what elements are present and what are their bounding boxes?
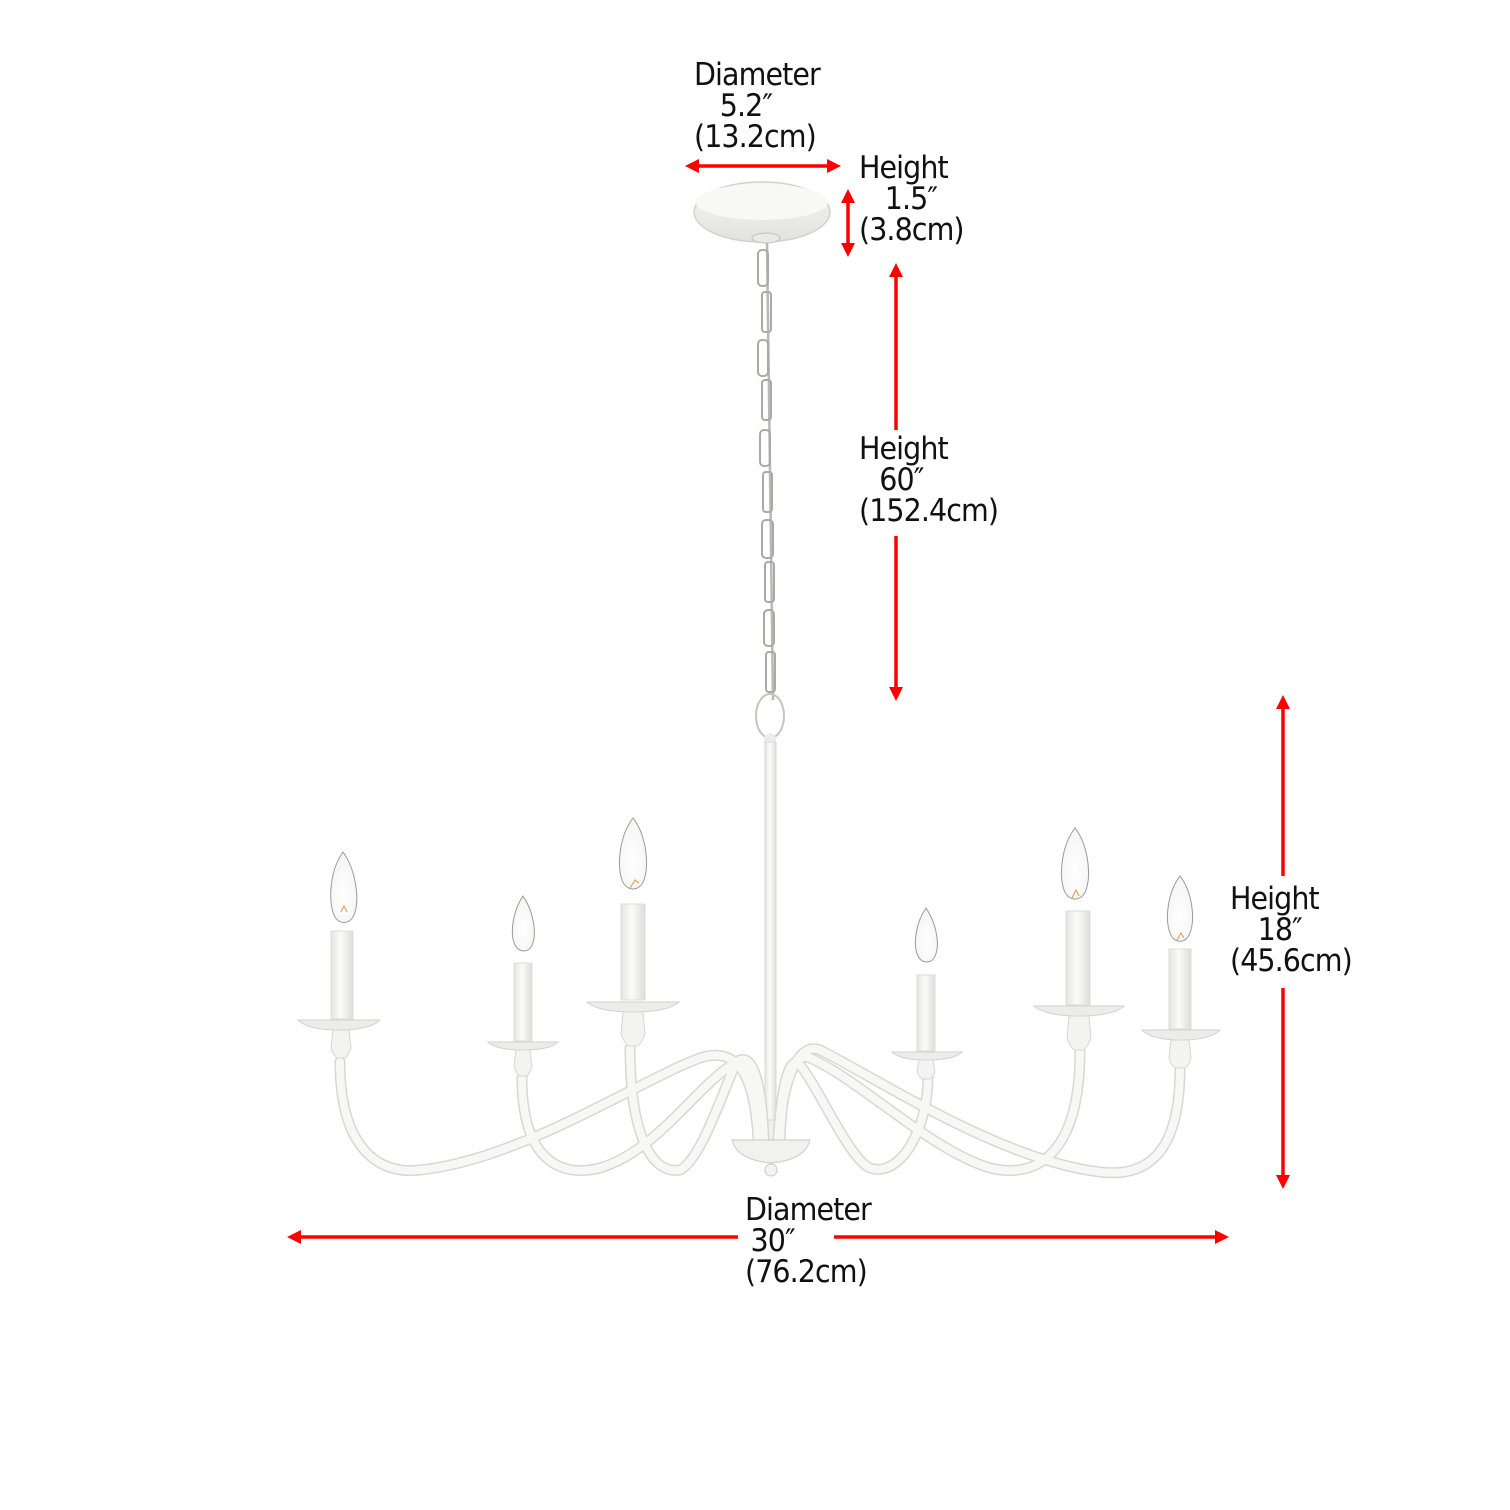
- candle-light-4: [890, 907, 964, 1080]
- chain-height-title: Height: [859, 431, 949, 467]
- chain-height-label: Height 60″ (152.4cm): [859, 431, 999, 529]
- canopy-diameter-inches: 5.2″: [719, 88, 773, 124]
- center-stem: [762, 733, 779, 1143]
- body-diameter-title: Diameter: [745, 1192, 872, 1228]
- chain: [755, 242, 785, 739]
- canopy-height-title: Height: [859, 150, 949, 186]
- canopy-height-cm: (3.8cm): [859, 212, 965, 248]
- chain-height-inches: 60″: [879, 462, 924, 498]
- candle-light-5: [1032, 827, 1126, 1051]
- dimension-arrows: [287, 159, 1290, 1244]
- body-height-inches: 18″: [1257, 912, 1303, 948]
- canopy-height-inches: 1.5″: [884, 181, 938, 217]
- candle-light-1: [296, 851, 382, 1059]
- canopy-diameter-label: Diameter 5.2″ (13.2cm): [694, 57, 821, 155]
- chain-height-cm: (152.4cm): [859, 493, 999, 529]
- candle-light-6: [1140, 875, 1222, 1069]
- candle-light-2: [486, 895, 560, 1077]
- canopy-diameter-cm: (13.2cm): [694, 119, 817, 155]
- body-diameter-inches: 30″: [750, 1223, 796, 1259]
- body-height-cm: (45.6cm): [1230, 943, 1353, 979]
- arms: [334, 1042, 1186, 1179]
- body-diameter-label: Diameter 30″ (76.2cm): [745, 1192, 872, 1290]
- candle-light-3: [585, 817, 681, 1047]
- canopy-height-label: Height 1.5″ (3.8cm): [859, 150, 965, 248]
- body-height-label: Height 18″ (45.6cm): [1230, 881, 1353, 979]
- canopy: [693, 181, 831, 244]
- body-height-title: Height: [1230, 881, 1320, 917]
- body-diameter-cm: (76.2cm): [745, 1254, 868, 1290]
- center-cup: [731, 1139, 811, 1177]
- canopy-diameter-title: Diameter: [694, 57, 821, 93]
